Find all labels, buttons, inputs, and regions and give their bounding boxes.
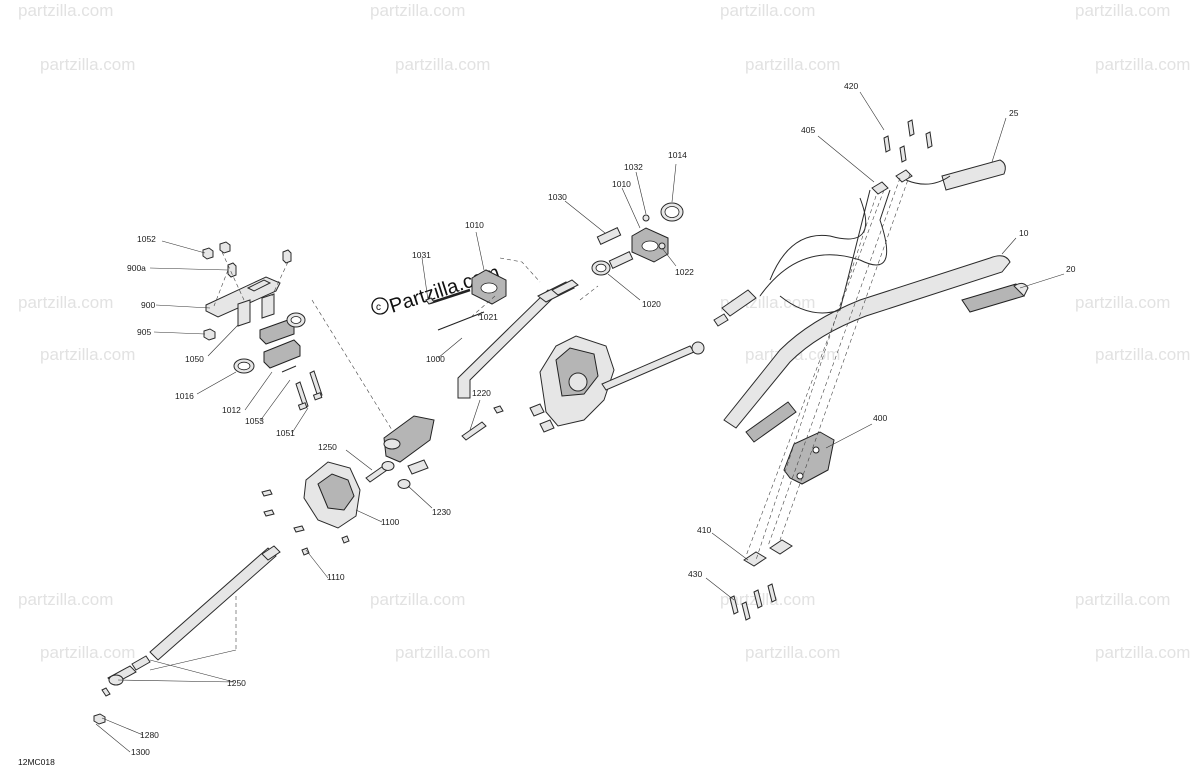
callout-1021: 1021 [479, 312, 498, 322]
diagram-code: 12MC018 [18, 757, 55, 767]
callout-1052: 1052 [137, 234, 156, 244]
watermark-text: partzilla.com [1095, 345, 1190, 364]
callout-410: 410 [697, 525, 711, 535]
bolt-1051 [295, 381, 309, 409]
callout-1032: 1032 [624, 162, 643, 172]
callout-1053: 1053 [245, 416, 264, 426]
callout-420: 420 [844, 81, 858, 91]
handlebar-10 [723, 255, 1011, 429]
handlebar-assembly [705, 91, 1065, 621]
sleeve-1030 [596, 227, 622, 245]
watermark-text: partzilla.com [745, 55, 840, 74]
drag-link-1110 [149, 547, 277, 661]
callout-1110: 1110 [327, 572, 345, 582]
upper-shaft-assembly [383, 163, 684, 475]
copyright-glyph: c [376, 302, 381, 313]
watermark-text: partzilla.com [370, 1, 465, 20]
callout-1051: 1051 [276, 428, 295, 438]
callout-905: 905 [137, 327, 151, 337]
watermarks: partzilla.com partzilla.com partzilla.co… [18, 1, 1190, 662]
callout-1010-left: 1010 [465, 220, 484, 230]
steering-gearbox [397, 335, 705, 509]
stud-900a [227, 262, 237, 278]
callout-1016: 1016 [175, 391, 194, 401]
callout-1100: 1100 [381, 517, 400, 527]
grip-left [745, 401, 797, 443]
block-1050 [237, 299, 251, 327]
watermark-text: partzilla.com [720, 1, 815, 20]
callout-400: 400 [873, 413, 887, 423]
watermark-text: partzilla.com [1075, 293, 1170, 312]
callout-25: 25 [1009, 108, 1019, 118]
tie-rod [601, 345, 695, 391]
grip-20 [961, 283, 1025, 313]
steering-clamp-assembly [149, 240, 393, 434]
callout-1250-upper: 1250 [318, 442, 337, 452]
callout-1000: 1000 [426, 354, 445, 364]
watermark-text: partzilla.com [745, 643, 840, 662]
callout-labels: 1052 900a 900 905 1050 1016 1012 1053 10… [18, 81, 1076, 767]
steering-shaft-1000 [457, 289, 556, 399]
watermark-text: partzilla.com [1075, 1, 1170, 20]
callout-900a: 900a [127, 263, 146, 273]
clamp-405 [871, 181, 889, 195]
watermark-text: partzilla.com [40, 643, 135, 662]
callout-1031: 1031 [412, 250, 431, 260]
nut-1230 [397, 479, 411, 489]
callout-1022: 1022 [675, 267, 694, 277]
watermark-text: partzilla.com [370, 590, 465, 609]
clamp-lower [263, 339, 301, 369]
callout-1230: 1230 [432, 507, 451, 517]
bolt-420 [883, 135, 891, 153]
callout-1010-right: 1010 [612, 179, 631, 189]
callout-1030: 1030 [548, 192, 567, 202]
watermark-text: partzilla.com [1095, 55, 1190, 74]
pitman-arm [383, 415, 435, 463]
wire-harness [759, 189, 891, 297]
watermark-text: partzilla.com [40, 345, 135, 364]
callout-1012: 1012 [222, 405, 241, 415]
switch-housing [721, 289, 757, 317]
callout-1014: 1014 [668, 150, 687, 160]
watermark-text: partzilla.com [395, 55, 490, 74]
callout-430: 430 [688, 569, 702, 579]
bolt-head [282, 249, 292, 264]
callout-405: 405 [801, 125, 815, 135]
watermark-text: partzilla.com [18, 293, 113, 312]
callout-1020: 1020 [642, 299, 661, 309]
lower-steering-assembly [93, 449, 395, 753]
callout-20: 20 [1066, 264, 1076, 274]
watermark-text: partzilla.com [1095, 643, 1190, 662]
nut-905 [203, 328, 216, 341]
callout-1050: 1050 [185, 354, 204, 364]
callout-1280: 1280 [140, 730, 159, 740]
callout-10: 10 [1019, 228, 1029, 238]
watermark-text: partzilla.com [18, 590, 113, 609]
callout-1250-lower: 1250 [227, 678, 246, 688]
copyright-icon [371, 297, 389, 315]
callout-1220: 1220 [472, 388, 491, 398]
watermark-text: partzilla.com [18, 1, 113, 20]
nut-1300 [93, 713, 106, 725]
bolt-430 [729, 595, 739, 615]
callout-1300: 1300 [131, 747, 150, 757]
sleeve-1020 [608, 251, 634, 269]
nut-1052 [219, 241, 231, 254]
watermark-text: partzilla.com [1075, 590, 1170, 609]
watermark-text: partzilla.com [395, 643, 490, 662]
clamp-410 [743, 551, 767, 567]
callout-900: 900 [141, 300, 155, 310]
grip-25 [941, 159, 1006, 191]
nut-1052 [202, 247, 214, 260]
watermark-text: partzilla.com [40, 55, 135, 74]
